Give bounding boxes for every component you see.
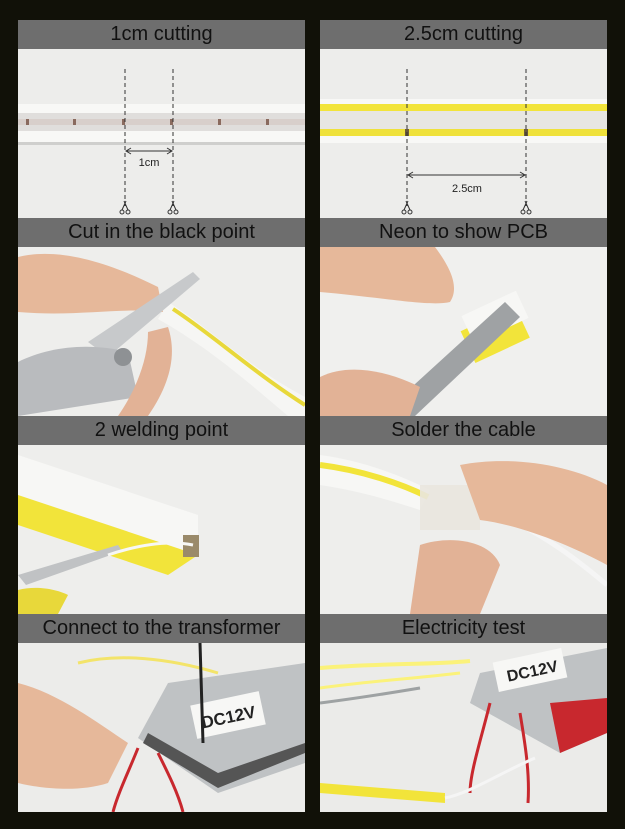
- transformer-photo: DC12V: [18, 643, 305, 812]
- panel-cut-black-point: Cut in the black point: [18, 218, 305, 416]
- scissors-icon: [401, 200, 532, 215]
- panel-neon-show-pcb: Neon to show PCB: [320, 218, 607, 416]
- neon-strip-photo: 1cm: [18, 49, 305, 218]
- panel-title: 2.5cm cutting: [320, 20, 607, 49]
- panel-title: Cut in the black point: [18, 218, 305, 247]
- scissors-icon: [119, 200, 179, 215]
- pcb-photo: [320, 247, 607, 416]
- panel-2-5cm-cutting: 2.5cm cutting 2.5cm: [320, 20, 607, 218]
- dimension-label: 1cm: [139, 157, 160, 169]
- panel-1cm-cutting: 1cm cutting 1cm: [18, 20, 305, 218]
- welding-photo: [18, 445, 305, 614]
- panel-title: Solder the cable: [320, 416, 607, 445]
- panel-title: 1cm cutting: [18, 20, 305, 49]
- panel-title: Neon to show PCB: [320, 218, 607, 247]
- test-photo: DC12V: [320, 643, 607, 812]
- dimension-label: 2.5cm: [452, 183, 482, 195]
- panel-title: Connect to the transformer: [18, 614, 305, 643]
- cutting-photo: [18, 247, 305, 416]
- panel-solder-cable: Solder the cable: [320, 416, 607, 614]
- panel-connect-transformer: Connect to the transformer DC12V: [18, 614, 305, 812]
- panel-2-welding-point: 2 welding point: [18, 416, 305, 614]
- solder-photo: [320, 445, 607, 614]
- neon-strip-photo: 2.5cm: [320, 49, 607, 218]
- panel-title: Electricity test: [320, 614, 607, 643]
- panel-title: 2 welding point: [18, 416, 305, 445]
- panel-electricity-test: Electricity test DC12V: [320, 614, 607, 812]
